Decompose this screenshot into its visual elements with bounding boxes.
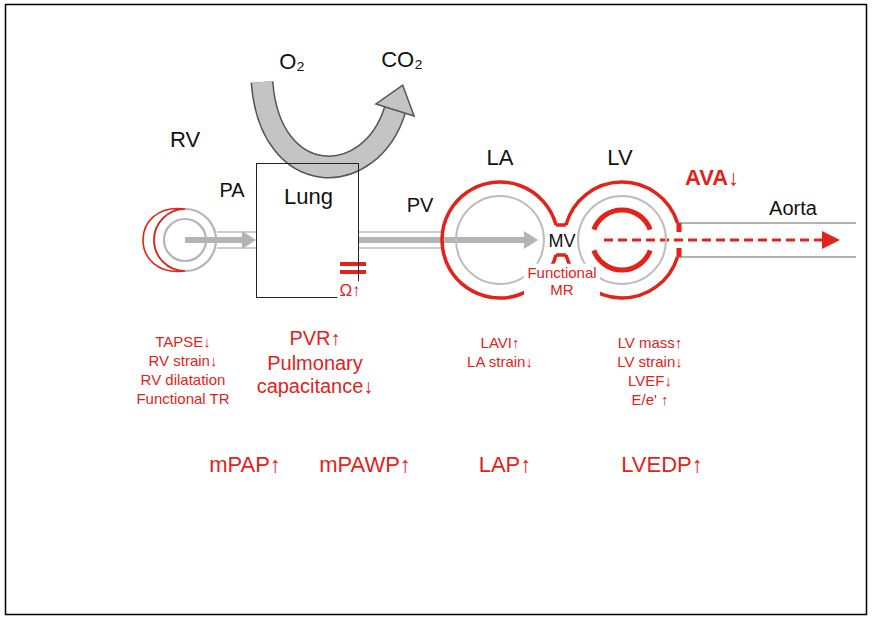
node-heading: LA [487, 145, 514, 170]
gas-exchange-arrow [262, 82, 414, 167]
lung-box: Lung [256, 163, 359, 298]
finding-label: RV strain↓ [149, 352, 218, 369]
node-outline [133, 198, 233, 282]
valve-label: MV [549, 231, 576, 252]
finding-label: TAPSE↓ [155, 333, 211, 350]
valve-narrowing [677, 248, 682, 257]
resistance-bar [340, 270, 366, 274]
finding-label: E/e' ↑ [631, 391, 668, 408]
finding-label: PVR↑ [289, 327, 340, 350]
pressure-label: LVEDP↑ [621, 452, 703, 477]
rv-dilatation-crescent [143, 209, 185, 272]
right-ventricle: RV [133, 198, 233, 282]
connector-line [185, 237, 242, 243]
pa-wall [217, 247, 256, 248]
finding-label: Pulmonary capacitance↓ [240, 352, 390, 398]
vessel-label: Aorta [769, 197, 817, 220]
gas-arrowhead [376, 85, 414, 116]
connector-arrowhead [524, 231, 538, 249]
pv-wall [359, 247, 443, 248]
pressure-label: LAP↑ [479, 452, 532, 477]
lv-enlarged-outline [566, 182, 677, 225]
flow-arrowhead [822, 231, 840, 249]
pv-wall [359, 231, 443, 232]
gas-label: CO₂ [381, 47, 423, 72]
valve-narrowing [677, 223, 682, 232]
gas-band [262, 82, 395, 167]
aortic-flow-arrow [604, 231, 840, 249]
vessel-label: PV [407, 194, 434, 217]
lv-wall-arc [594, 250, 650, 270]
finding-label: LVEF↓ [628, 372, 672, 389]
flow-connector [359, 231, 538, 249]
vessel-label: PA [219, 179, 244, 202]
finding-label: LA strain↓ [467, 353, 533, 370]
node-heading: RV [170, 127, 200, 152]
dashed-flow [604, 239, 822, 242]
node-heading: LV [607, 145, 632, 170]
pressure-label: mPAP↑ [209, 452, 281, 477]
pa-wall [217, 231, 256, 232]
finding-label: LAVI↑ [481, 334, 520, 351]
pressure-label: mPAWP↑ [319, 452, 411, 477]
valve-area-label: AVA↓ [685, 165, 739, 190]
connector-arrowhead [242, 231, 256, 249]
node-heading: Lung [284, 184, 333, 209]
lv-wall-arc [594, 210, 650, 230]
resistance-bar [340, 262, 366, 266]
flow-connector [185, 231, 256, 249]
aorta-wall [677, 222, 856, 223]
finding-label: Functional MR [524, 264, 600, 299]
gas-label: O₂ [279, 49, 305, 74]
pulmonary-resistance-symbol [340, 262, 366, 274]
aorta-wall [677, 256, 856, 257]
finding-label: LV strain↓ [617, 353, 683, 370]
finding-label: Functional TR [136, 390, 229, 407]
frame [6, 5, 867, 615]
finding-label: LV mass↑ [618, 334, 683, 351]
resistance-label: Ω↑ [337, 281, 362, 301]
gas-band-outline [262, 82, 395, 167]
vessel-tubes [217, 223, 856, 257]
finding-label: RV dilatation [141, 371, 226, 388]
rv-cavity [164, 219, 206, 261]
